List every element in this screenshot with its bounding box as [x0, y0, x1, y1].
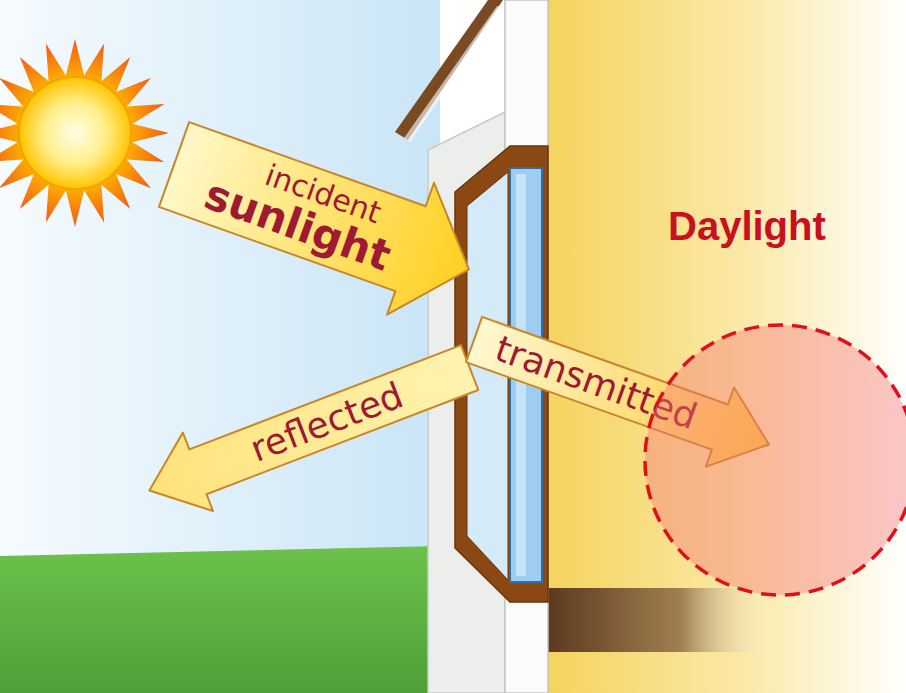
daylight-zone: Daylight — [640, 195, 906, 595]
roof-edge — [404, 6, 503, 142]
sun-symbol — [0, 39, 169, 227]
dashed-circle — [645, 325, 906, 595]
floor — [548, 588, 770, 652]
zone-heading: Daylight — [668, 205, 826, 247]
arrow-outline — [134, 328, 484, 529]
arrow-outline — [151, 99, 493, 336]
grass — [0, 546, 440, 693]
zone-circle — [640, 195, 906, 595]
text-group: Daylight — [640, 195, 906, 595]
